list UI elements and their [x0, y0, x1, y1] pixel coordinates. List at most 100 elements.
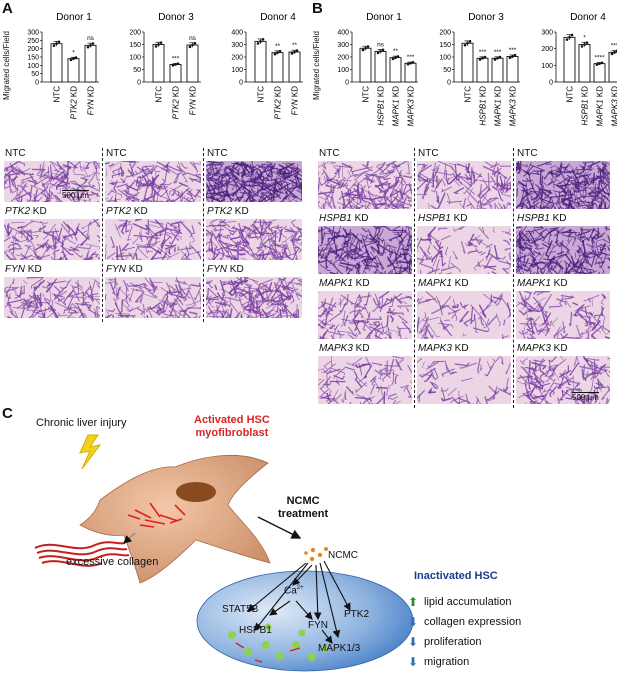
target-mapk: MAPK1/3: [318, 643, 361, 654]
data-point: [154, 45, 158, 48]
data-point: [259, 40, 262, 43]
significance-label: ns: [87, 35, 95, 42]
arrow-down-icon: ⬇: [408, 615, 419, 629]
image-row-label: HSPB1 KD: [417, 213, 469, 225]
panel-c-schematic: [34, 434, 414, 672]
data-point: [55, 42, 58, 45]
data-point: [513, 53, 517, 57]
inactivated-hsc-title: Inactivated HSC: [414, 570, 498, 582]
category-label: HSPB1 KD: [581, 86, 590, 126]
y-tick-label: 200: [27, 46, 39, 53]
microscopy-image: [4, 161, 100, 202]
microscopy-texture: [318, 226, 412, 274]
image-row-label: NTC: [4, 148, 27, 160]
category-label: MAPK1 KD: [392, 86, 401, 127]
image-row-label: MAPK3 KD: [516, 343, 569, 355]
category-label: NTC: [257, 86, 266, 103]
bar: [84, 44, 97, 83]
data-point: [396, 55, 400, 58]
microscopy-image: [206, 161, 302, 202]
bar: [374, 50, 387, 83]
category-label: MAPK3 KD: [407, 86, 416, 127]
excessive-collagen-icon: [34, 541, 130, 567]
data-point: [366, 45, 370, 48]
data-point: [91, 42, 95, 45]
data-point: [176, 62, 180, 65]
data-point: [52, 44, 56, 47]
data-point: [361, 48, 365, 52]
microscopy-image: [516, 291, 610, 339]
column-divider: [202, 148, 204, 322]
microscopy-image: [516, 161, 610, 209]
category-label: MAPK1 KD: [596, 86, 605, 127]
microscopy-image: [417, 356, 511, 404]
treatment-label-line2: treatment: [278, 508, 329, 520]
y-axis-label: Migrated cells/Field: [312, 31, 321, 100]
data-point: [293, 50, 296, 54]
microscopy-texture: [318, 161, 412, 209]
significance-label: ***: [611, 43, 617, 50]
category-label: HSPB1 KD: [479, 86, 488, 126]
activated-hsc-title-line1: Activated HSC: [194, 414, 270, 426]
microscopy-texture: [417, 161, 511, 209]
target-stat5b: STAT5B: [222, 604, 259, 615]
significance-label: *: [583, 34, 586, 41]
y-tick-label: 150: [439, 42, 451, 49]
data-point: [483, 55, 487, 59]
bar: [404, 62, 417, 83]
microscopy-texture: [516, 226, 610, 274]
image-row-label: PTK2 KD: [105, 206, 149, 218]
microscopy-image: [318, 356, 412, 404]
y-tick-label: 0: [345, 80, 349, 87]
significance-label: **: [292, 42, 298, 49]
data-point: [598, 62, 601, 65]
data-point: [89, 44, 92, 47]
y-tick-label: 50: [443, 67, 451, 74]
significance-label: ****: [594, 55, 605, 62]
y-tick-label: 50: [31, 71, 39, 78]
microscopy-texture: [206, 161, 302, 202]
arrow-down-icon: ⬇: [408, 635, 419, 649]
chart-title: Donor 1: [56, 12, 92, 23]
scale-bar-label: 500 µm: [62, 190, 89, 200]
image-row-label: HSPB1 KD: [318, 213, 370, 225]
image-row-label: MAPK3 KD: [318, 343, 371, 355]
data-point: [466, 41, 469, 45]
data-point: [565, 38, 569, 41]
microscopy-texture: [105, 219, 201, 260]
data-point: [381, 48, 385, 52]
image-row-label: NTC: [318, 148, 341, 160]
bar: [476, 57, 489, 83]
data-point: [159, 41, 163, 44]
microscopy-image: [4, 219, 100, 260]
target-ptk2: PTK2: [344, 609, 370, 620]
data-point: [391, 57, 395, 61]
data-point: [295, 49, 299, 52]
effect-text: lipid accumulation: [424, 596, 512, 608]
bar: [271, 52, 284, 83]
bar: [254, 40, 267, 83]
microscopy-image: [318, 291, 412, 339]
image-row-label: FYN KD: [206, 264, 245, 276]
y-axis-label: Migrated cells/Field: [2, 31, 11, 100]
effects-list: ⬆lipid accumulation⬇collagen expression⬇…: [408, 592, 521, 672]
ncmc-label: NCMC: [328, 550, 358, 561]
category-label: NTC: [566, 86, 575, 103]
microscopy-image: [105, 219, 201, 260]
image-row-label: HSPB1 KD: [516, 213, 568, 225]
significance-label: ***: [479, 49, 487, 56]
target-calcium: Ca2+: [284, 585, 304, 596]
microscopy-texture: [516, 161, 610, 209]
bar: [563, 36, 576, 83]
microscopy-image: [516, 356, 610, 404]
significance-label: ns: [189, 35, 197, 42]
data-point: [568, 36, 571, 39]
bar: [288, 51, 301, 83]
y-tick-label: 150: [129, 42, 141, 49]
data-point: [273, 52, 277, 56]
y-tick-label: 200: [541, 46, 553, 53]
data-point: [481, 56, 484, 60]
